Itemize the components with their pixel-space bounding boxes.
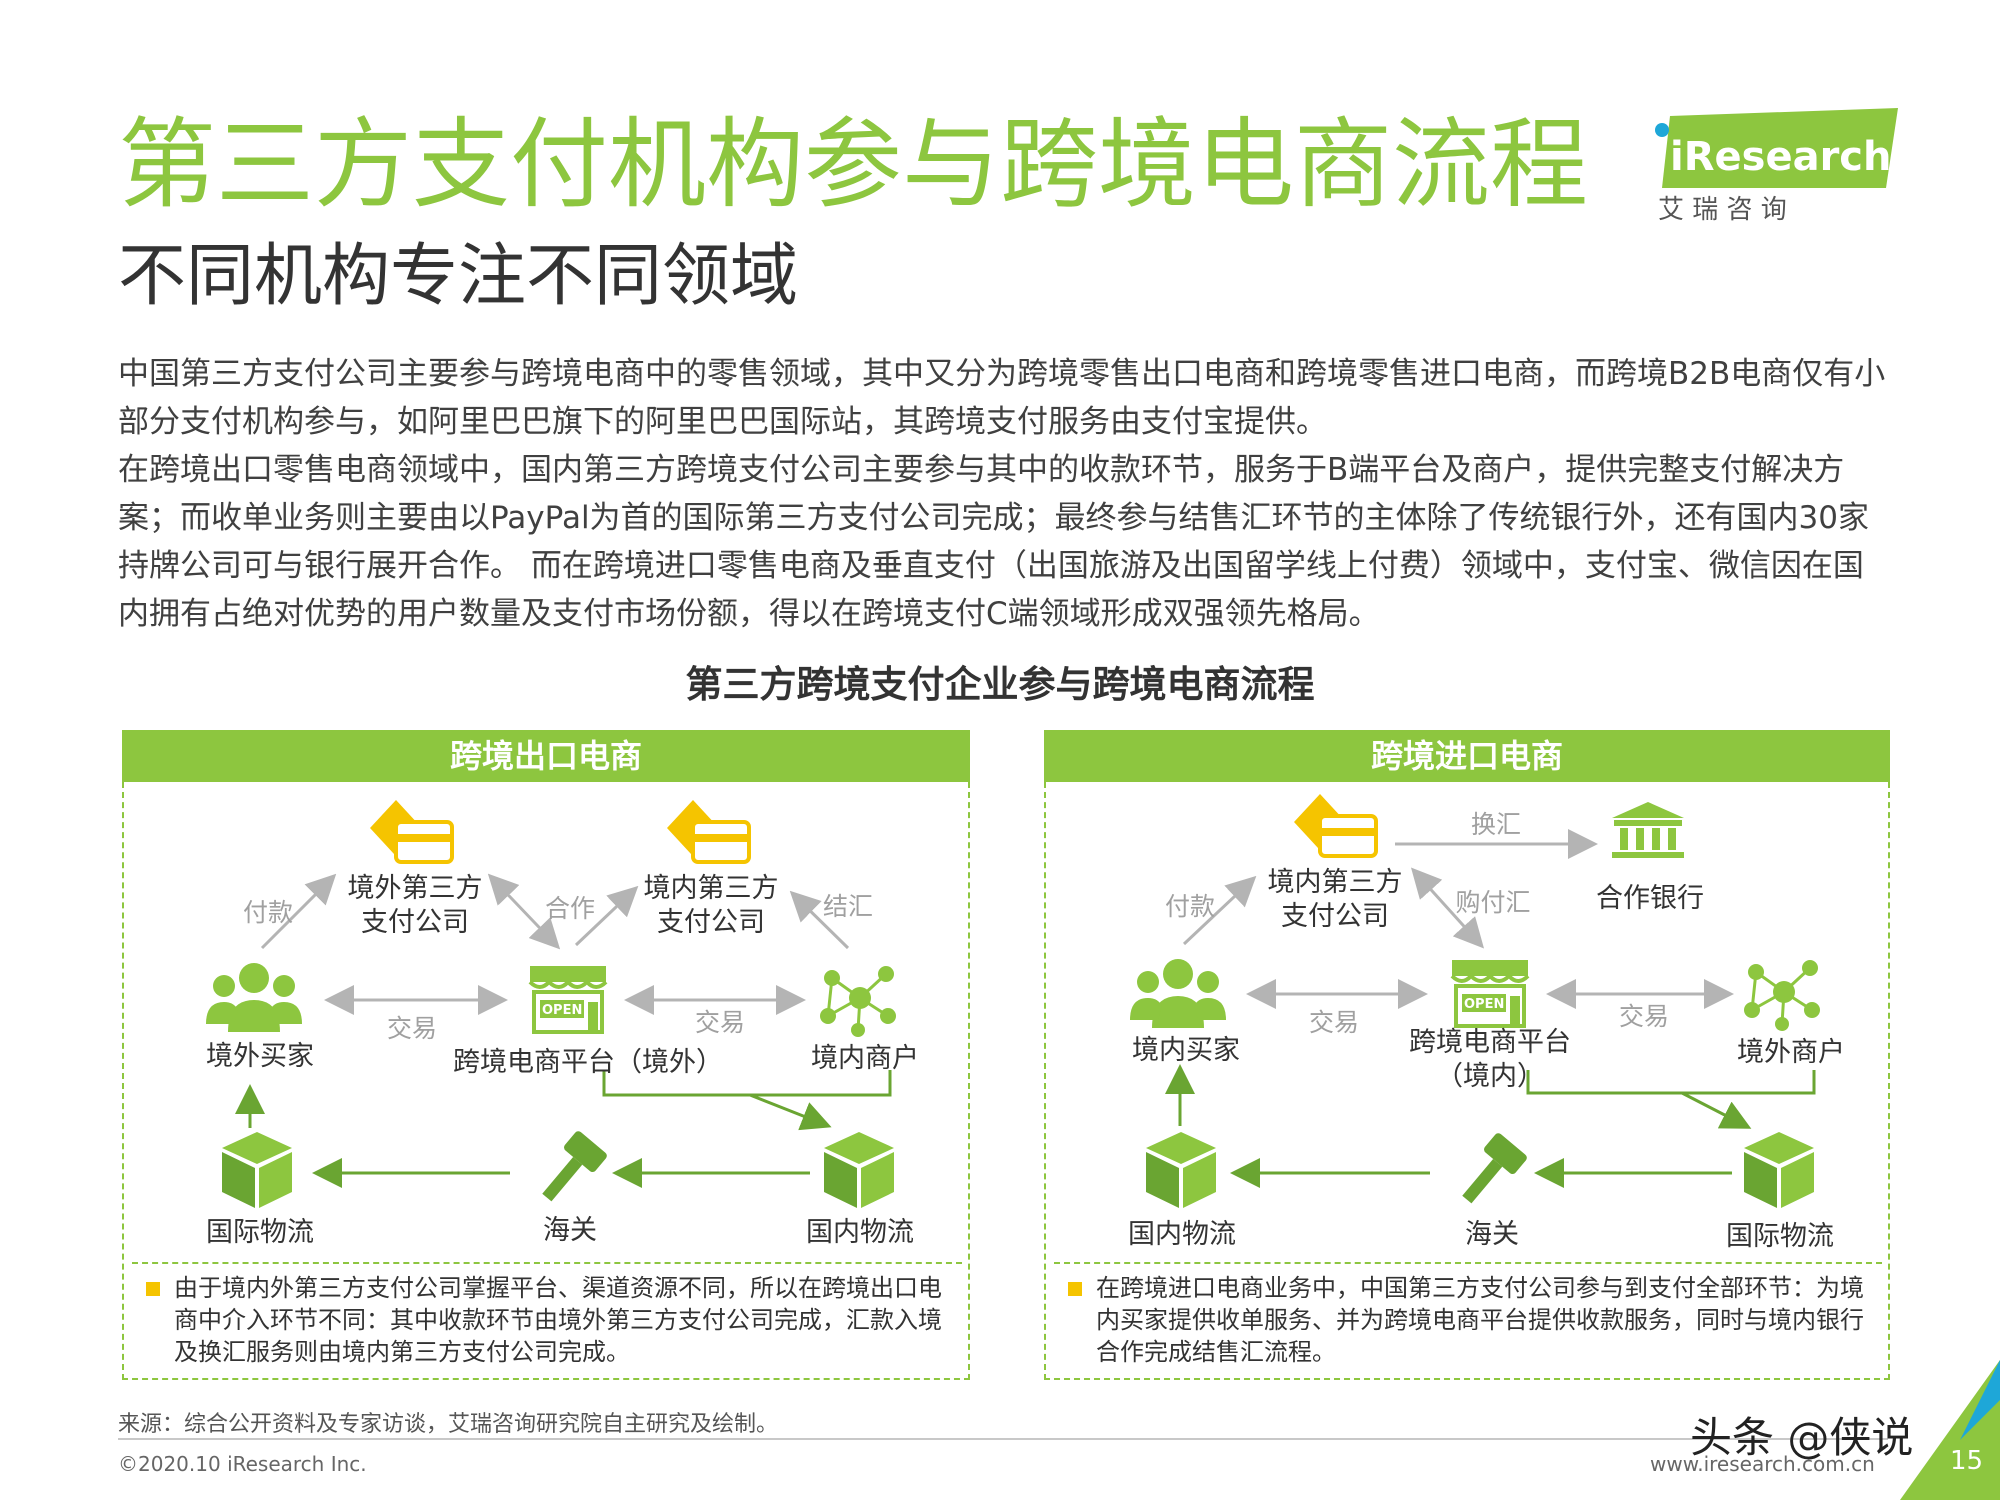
export-panel: 跨境出口电商 <box>122 730 970 1380</box>
import-note: 在跨境进口电商业务中，中国第三方支付公司参与到支付全部环节：为境内买家提供收单服… <box>1096 1274 1864 1366</box>
note-bullet <box>146 1282 160 1296</box>
customs-label: 海关 <box>543 1215 597 1246</box>
page-subtitle: 不同机构专注不同领域 <box>118 237 799 316</box>
edge-trade-2: 交易 <box>694 1008 745 1037</box>
edge-coop: 合作 <box>544 894 595 923</box>
logo-subtext: 艾 瑞 咨 询 <box>1658 195 1787 225</box>
payment-label-2: 支付公司 <box>1281 901 1389 932</box>
source-note: 来源：综合公开资料及专家访谈，艾瑞咨询研究院自主研究及绘制。 <box>118 1412 779 1437</box>
arrow-coop-left <box>487 873 561 950</box>
import-panel: 跨境进口电商 <box>1044 730 1890 1380</box>
card-icon <box>370 800 454 864</box>
import-buyer-label: 境内买家 <box>1132 1035 1240 1066</box>
diagram-title: 第三方跨境支付企业参与跨境电商流程 <box>685 663 1315 706</box>
svg-text:OPEN: OPEN <box>542 1003 582 1018</box>
bank-icon <box>1612 802 1684 858</box>
export-panel-header: 跨境出口电商 <box>122 730 970 782</box>
export-panel-body <box>122 782 970 1380</box>
import-panel-body <box>1044 782 1890 1380</box>
import-domestic-logistics-label: 国内物流 <box>1128 1219 1236 1250</box>
box-icon <box>1744 1132 1814 1208</box>
edge-trade-import-1: 交易 <box>1308 1008 1359 1037</box>
watermark: 头条 @侠说 <box>1690 1413 1914 1462</box>
edge-trade-import-2: 交易 <box>1618 1002 1669 1031</box>
foreign-payment-label-1: 境外第三方 <box>347 873 483 904</box>
edge-fx: 换汇 <box>1470 810 1521 839</box>
logo-text: iResearch <box>1670 134 1891 180</box>
export-note: 由于境内外第三方支付公司掌握平台、渠道资源不同，所以在跨境出口电商中介入环节不同… <box>174 1274 942 1366</box>
corner-decoration <box>1900 1360 2000 1500</box>
arrow-buyer-to-pay <box>1182 875 1257 946</box>
edge-settle: 结汇 <box>822 892 873 921</box>
people-icon <box>206 963 302 1032</box>
box-icon <box>1146 1132 1216 1208</box>
copyright: ©2020.10 iResearch Inc. <box>118 1452 367 1476</box>
import-merchant-label: 境外商户 <box>1737 1037 1845 1068</box>
domestic-payment-label-1: 境内第三方 <box>643 873 779 904</box>
page-number: 15 <box>1950 1446 1984 1476</box>
note-bullet <box>1068 1282 1082 1296</box>
store-icon: OPEN <box>1450 960 1530 1028</box>
arrow-coop-right <box>574 885 639 947</box>
network-icon <box>1744 960 1820 1031</box>
domestic-logistics-label: 国内物流 <box>806 1217 914 1248</box>
import-panel-header: 跨境进口电商 <box>1044 730 1890 782</box>
intl-logistics-label: 国际物流 <box>206 1217 314 1248</box>
card-icon <box>667 800 751 864</box>
paragraph-1: 中国第三方支付公司主要参与跨境电商中的零售领域，其中又分为跨境零售出口电商和跨境… <box>118 356 1886 440</box>
domestic-payment-label-2: 支付公司 <box>657 907 765 938</box>
body-text: 中国第三方支付公司主要参与跨境电商中的零售领域，其中又分为跨境零售出口电商和跨境… <box>118 350 1888 638</box>
buyer-label: 境外买家 <box>206 1041 314 1072</box>
bank-label: 合作银行 <box>1596 883 1704 914</box>
arrow-buyfx <box>1410 867 1485 949</box>
gavel-icon <box>542 1131 607 1202</box>
edge-pay-import: 付款 <box>1164 892 1215 921</box>
box-icon <box>824 1132 894 1208</box>
foreign-payment-label-2: 支付公司 <box>361 907 469 938</box>
box-icon <box>222 1132 292 1208</box>
merchant-label: 境内商户 <box>811 1043 919 1074</box>
footer-divider <box>118 1438 1888 1440</box>
website-link[interactable]: www.iresearch.com.cn <box>1650 1452 1875 1476</box>
card-icon <box>1294 794 1378 858</box>
import-customs-label: 海关 <box>1465 1219 1519 1250</box>
svg-text:OPEN: OPEN <box>1464 997 1504 1012</box>
arrow-settle <box>789 890 850 950</box>
iresearch-logo: iResearch 艾 瑞 咨 询 <box>1650 108 1910 228</box>
edge-pay: 付款 <box>242 898 293 927</box>
arrow-merchant-to-intl <box>1526 1070 1816 1095</box>
arrow-buyer-to-foreign-pay <box>260 873 337 950</box>
edge-trade-1: 交易 <box>386 1014 437 1043</box>
platform-label: 跨境电商平台（境外） <box>453 1047 723 1078</box>
import-intl-logistics-label: 国际物流 <box>1726 1221 1834 1252</box>
edge-buyfx: 购付汇 <box>1455 888 1531 917</box>
people-icon <box>1130 959 1226 1028</box>
import-platform-label-1: 跨境电商平台 <box>1409 1027 1571 1058</box>
paragraph-2: 在跨境出口零售电商领域中，国内第三方跨境支付公司主要参与其中的收款环节，服务于B… <box>118 452 1869 632</box>
arrow-merchant-to-domestic <box>602 1070 892 1097</box>
payment-label-1: 境内第三方 <box>1267 867 1403 898</box>
network-icon <box>820 966 896 1037</box>
store-icon: OPEN <box>528 966 608 1034</box>
import-platform-label-2: （境内） <box>1436 1061 1544 1092</box>
page-title: 第三方支付机构参与跨境电商流程 <box>118 108 1589 222</box>
gavel-icon <box>1462 1133 1527 1204</box>
